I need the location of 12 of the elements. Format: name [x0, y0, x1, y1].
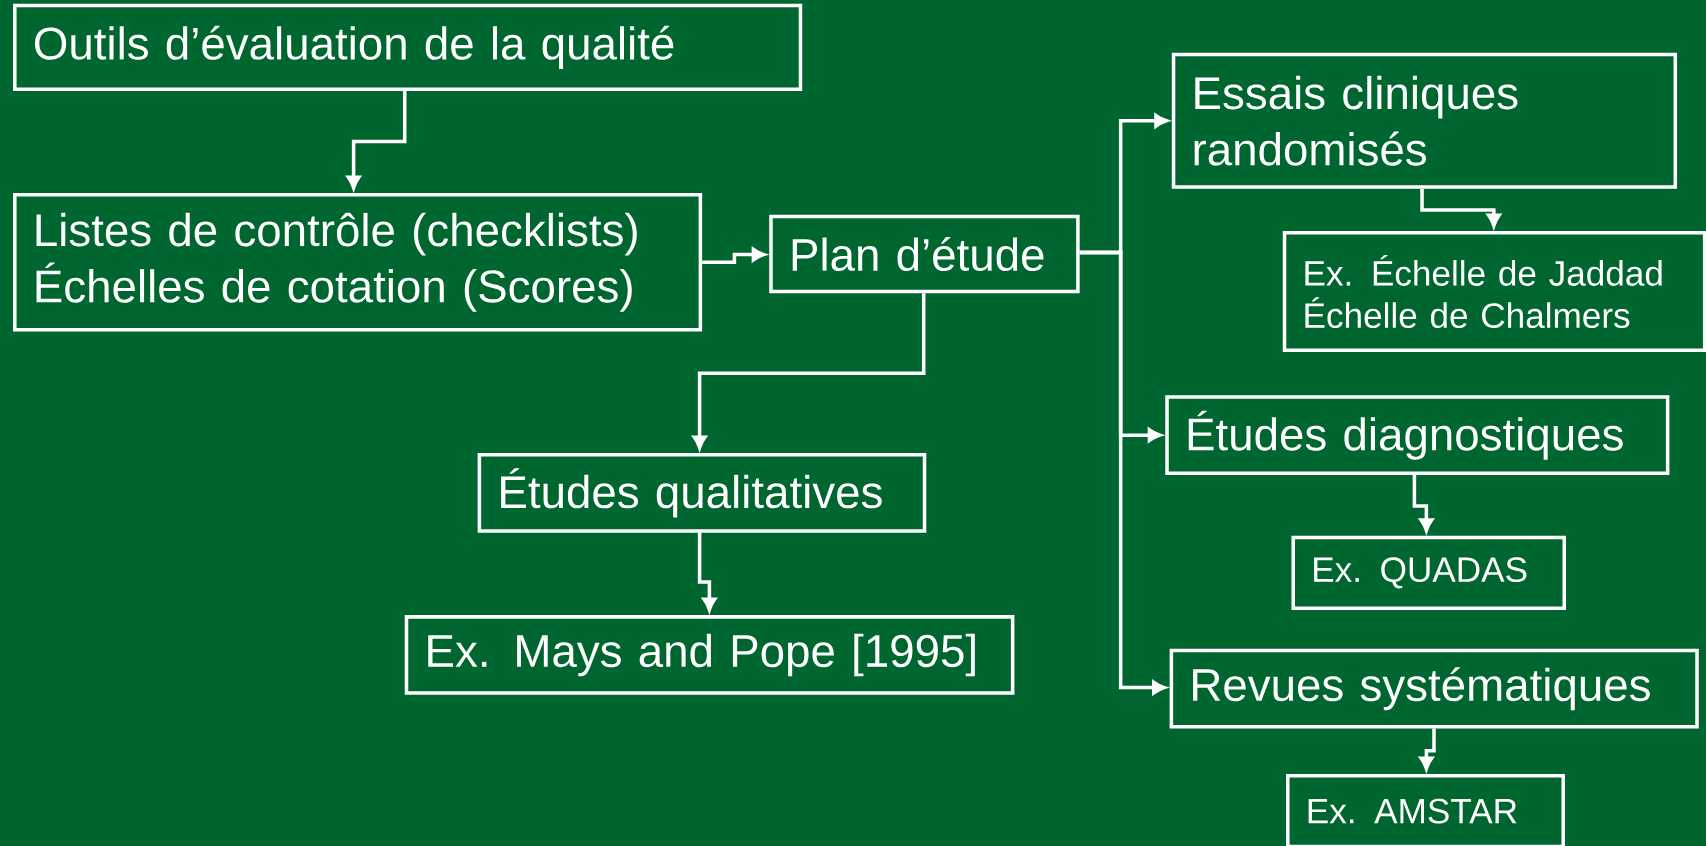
text-box: Ex. QUADAS	[1291, 535, 1566, 610]
text-box: Plan d’étude	[769, 214, 1080, 294]
text-box: Ex. Mays and Pope [1995]	[404, 614, 1015, 695]
text-box: Études qualitatives	[477, 452, 927, 533]
arrow	[1420, 188, 1501, 228]
text-box: Listes de contrôle (checklists) Échelles de cotation (Scores)	[13, 192, 703, 332]
text-box: Essais cliniques randomisés	[1171, 52, 1678, 189]
text-box: Outils d’évaluation de la qualité	[13, 3, 803, 91]
text-box: Ex. Échelle de Jaddad Échelle de Chalmers	[1282, 230, 1706, 352]
text-box: Études diagnostiques	[1165, 395, 1670, 475]
text-box: Revues systématiques	[1169, 648, 1699, 729]
text-box: Ex. AMSTAR	[1286, 773, 1565, 846]
